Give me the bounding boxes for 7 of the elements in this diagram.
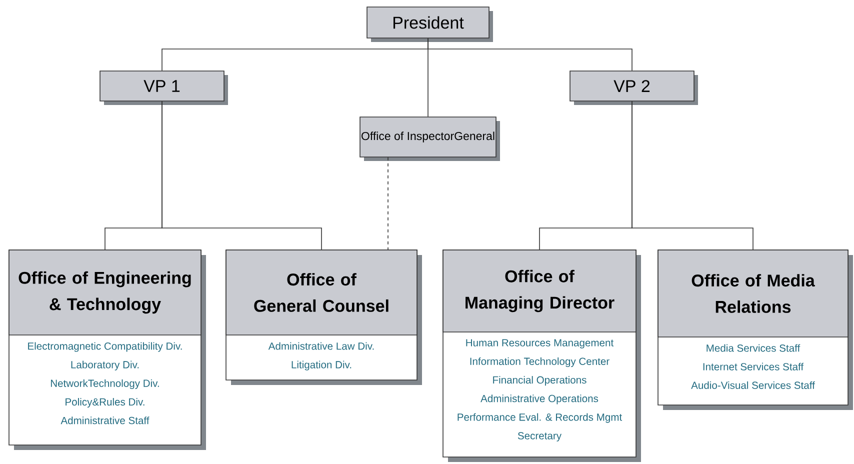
title-box: President (366, 6, 493, 42)
connector-line (632, 101, 754, 250)
title-box: VP 2 (570, 70, 698, 105)
title-box: Office of InspectorGeneral (360, 116, 500, 161)
connector-line (428, 38, 632, 71)
title-box: VP 1 (100, 70, 228, 105)
connector-line (162, 101, 322, 250)
